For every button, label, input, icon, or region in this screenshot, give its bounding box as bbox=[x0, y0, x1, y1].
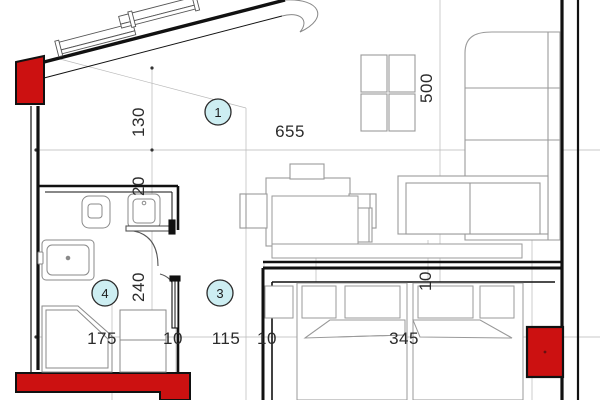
bathroom-cabinet bbox=[119, 309, 167, 373]
washbasin bbox=[127, 193, 161, 229]
bed-right bbox=[412, 282, 524, 400]
door-bathroom[interactable] bbox=[125, 219, 176, 267]
room-marker-1[interactable]: 1 bbox=[204, 98, 232, 126]
sliding-window bbox=[54, 0, 201, 58]
dim-10-mid: 10 bbox=[257, 329, 277, 348]
dim-20: 20 bbox=[129, 176, 148, 196]
sofa bbox=[397, 175, 549, 235]
structural-walls bbox=[30, 0, 580, 400]
toilet bbox=[81, 195, 111, 229]
dim-240: 240 bbox=[129, 272, 148, 302]
bedroom-walls bbox=[261, 266, 562, 400]
bathtub bbox=[37, 239, 95, 281]
room-marker-4-label: 4 bbox=[101, 286, 108, 301]
dimension-labels: 655 175 10 115 10 345 130 20 240 500 10 bbox=[87, 73, 436, 348]
bed-left bbox=[296, 282, 408, 400]
dim-130: 130 bbox=[129, 107, 148, 137]
stove-cooktop bbox=[360, 54, 416, 132]
dim-10-left: 10 bbox=[163, 329, 183, 348]
dim-175: 175 bbox=[87, 329, 117, 348]
dim-10-bed: 10 bbox=[416, 271, 435, 291]
bed-edge-left-partial bbox=[264, 285, 294, 319]
room-marker-3[interactable]: 3 bbox=[206, 279, 234, 307]
dim-655: 655 bbox=[275, 122, 305, 141]
dresser bbox=[271, 195, 523, 259]
shower bbox=[41, 305, 113, 373]
room-marker-3-label: 3 bbox=[216, 286, 223, 301]
door-top-left[interactable] bbox=[15, 54, 45, 105]
room-marker-1-label: 1 bbox=[214, 105, 221, 120]
angled-exterior-wall bbox=[43, 0, 319, 79]
door-right[interactable] bbox=[525, 325, 565, 379]
room-marker-4[interactable]: 4 bbox=[91, 279, 119, 307]
door-hall[interactable] bbox=[159, 273, 181, 329]
dim-345: 345 bbox=[389, 329, 419, 348]
dim-500: 500 bbox=[417, 73, 436, 103]
door-bottom[interactable] bbox=[15, 372, 191, 400]
dim-115: 115 bbox=[212, 329, 241, 348]
